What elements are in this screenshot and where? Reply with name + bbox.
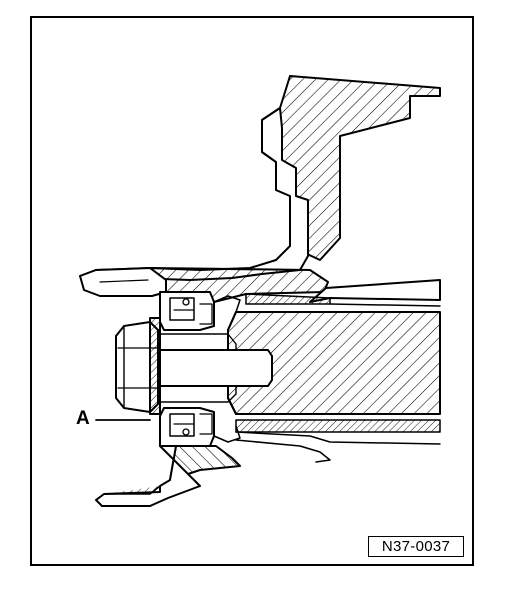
lower-housing <box>95 419 241 507</box>
figure-frame <box>30 16 474 566</box>
outer-sleeve <box>245 279 441 307</box>
upper-seal <box>159 291 241 331</box>
reference-number-box: N37-0037 <box>368 536 464 557</box>
callout-label-a: A <box>76 408 90 429</box>
lower-seal <box>159 407 241 447</box>
washer <box>149 317 161 415</box>
upper-housing <box>79 75 441 303</box>
lower-sleeve <box>235 419 441 463</box>
